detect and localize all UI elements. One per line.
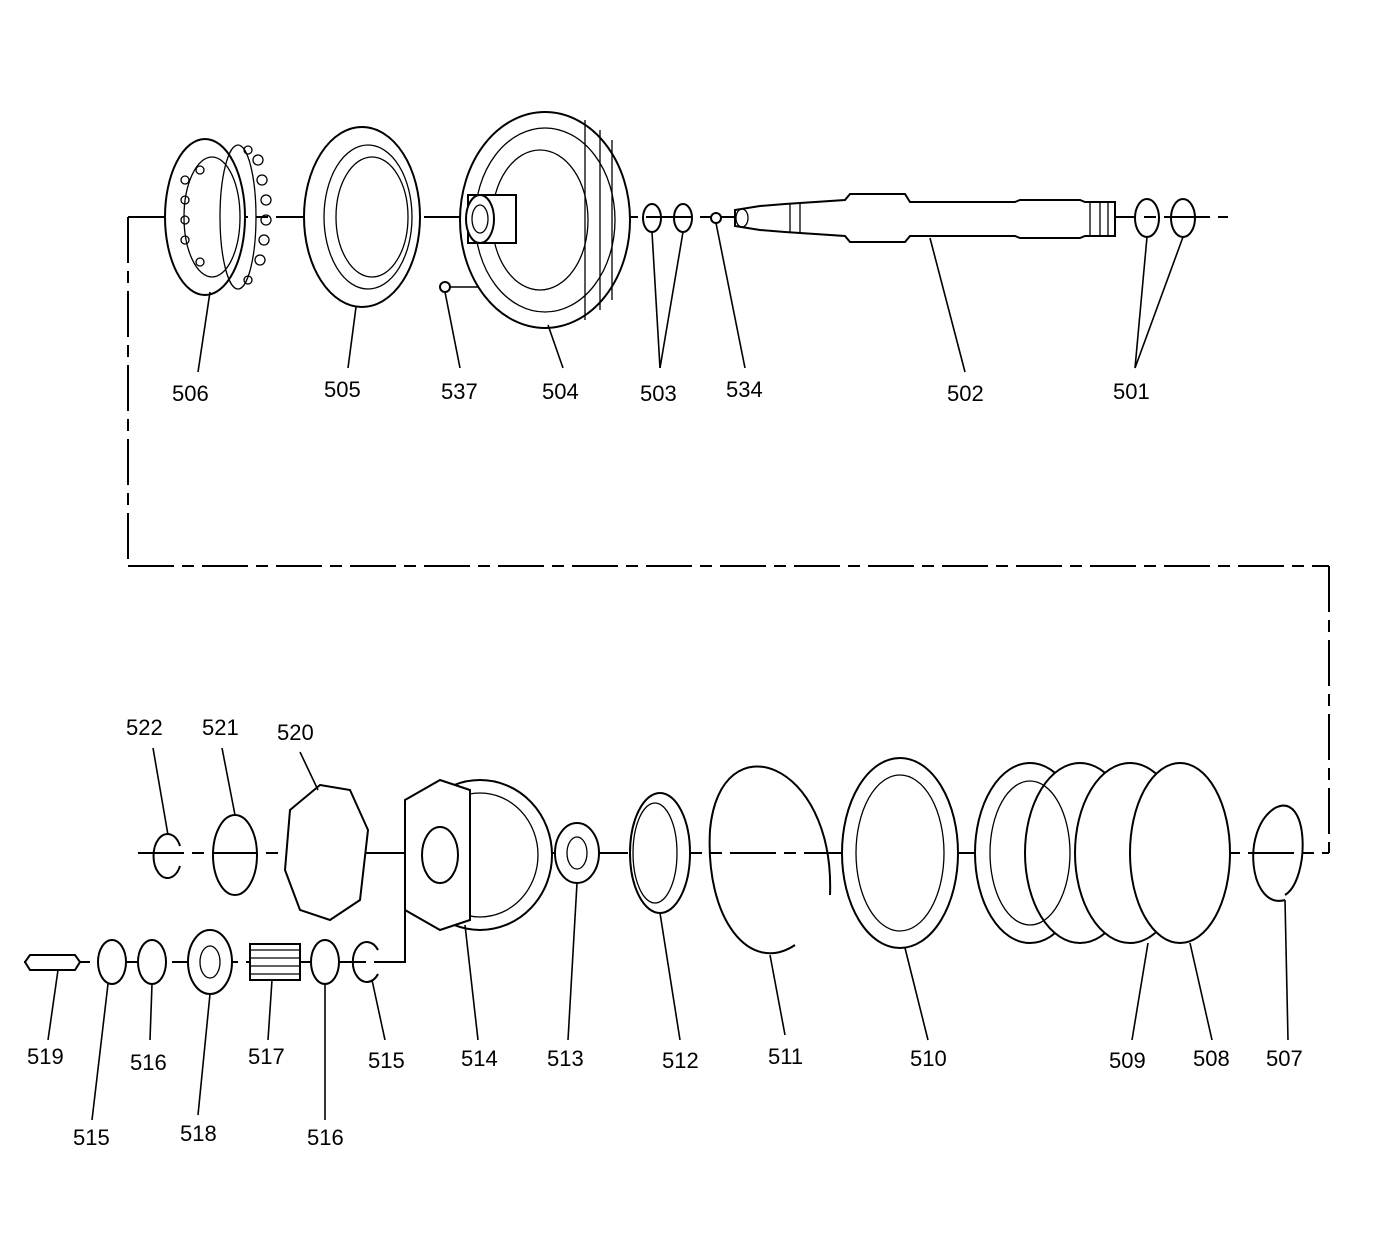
part-534-ball	[710, 212, 722, 224]
leader-lines	[47, 222, 1289, 1121]
part-516-washer-left	[137, 939, 167, 985]
part-514-carrier	[404, 778, 553, 932]
part-519-pin	[23, 954, 82, 971]
part-516-washer-right	[310, 939, 340, 985]
part-515-washer-left	[97, 939, 127, 985]
callout-534: 534	[726, 377, 763, 402]
callout-510: 510	[910, 1046, 947, 1071]
callout-506: 506	[172, 381, 209, 406]
callout-509: 509	[1109, 1048, 1146, 1073]
callout-519: 519	[27, 1044, 64, 1069]
callout-537: 537	[441, 379, 478, 404]
callout-504: 504	[542, 379, 579, 404]
callout-521: 521	[202, 715, 239, 740]
part-537-check-ball	[439, 281, 451, 293]
part-522-snap-ring	[152, 833, 181, 879]
part-515-washer-right	[351, 941, 379, 983]
callout-522: 522	[126, 715, 163, 740]
part-512-one-way-clutch	[629, 792, 691, 914]
part-521-ring	[212, 814, 258, 896]
part-508-clutch-plate	[1129, 762, 1231, 944]
callout-512: 512	[662, 1048, 699, 1073]
part-506-spring-retainer	[164, 138, 272, 296]
part-520-carrier-plate	[283, 783, 370, 922]
callout-514: 514	[461, 1046, 498, 1071]
callout-511: 511	[768, 1044, 803, 1069]
callout-501: 501	[1113, 379, 1150, 404]
part-504-clutch-housing	[459, 111, 631, 329]
callout-508: 508	[1193, 1046, 1230, 1071]
part-513-washer	[554, 822, 600, 884]
part-518-pinion-gear	[187, 929, 233, 995]
part-517-needle-bearings	[249, 943, 301, 981]
part-507-snap-ring	[1252, 804, 1304, 902]
callout-505: 505	[324, 377, 361, 402]
part-511-snap-ring	[708, 765, 832, 955]
callout-513: 513	[547, 1046, 584, 1071]
callout-502: 502	[947, 381, 984, 406]
callout-515-right: 515	[368, 1048, 405, 1073]
callout-516-right: 516	[307, 1125, 344, 1150]
callout-507: 507	[1266, 1046, 1303, 1071]
callout-labels: 506 505 537 504 503 534 502 501 522 521 …	[27, 377, 1303, 1150]
part-505-piston	[303, 126, 421, 308]
callout-516-left: 516	[130, 1050, 167, 1075]
callout-515-left: 515	[73, 1125, 110, 1150]
part-502-shaft	[734, 193, 1116, 243]
part-510-backing-plate	[841, 757, 959, 949]
callout-518: 518	[180, 1121, 217, 1146]
callout-517: 517	[248, 1044, 285, 1069]
callout-520: 520	[277, 720, 314, 745]
callout-503: 503	[640, 381, 677, 406]
